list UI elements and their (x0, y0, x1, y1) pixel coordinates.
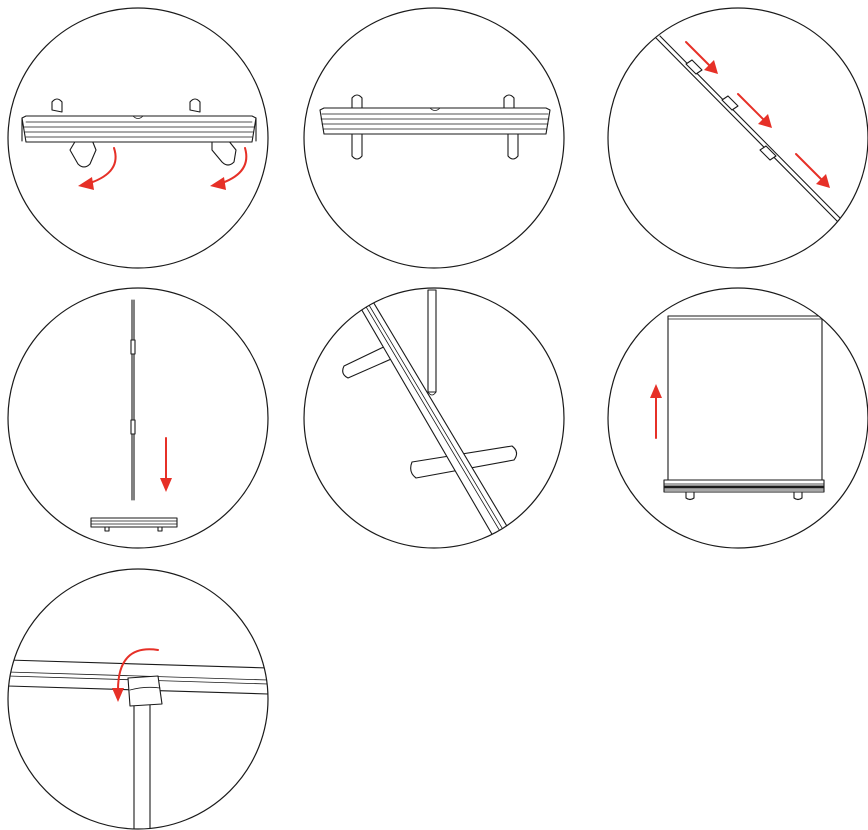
foot-front-left (352, 134, 362, 159)
panel-frame (608, 8, 868, 268)
pole (428, 290, 436, 392)
pole-joint (131, 420, 135, 434)
panel-step-3 (608, 8, 868, 268)
panel-frame (8, 288, 268, 548)
base-body (91, 518, 177, 527)
foot-front-right (508, 134, 518, 159)
up-arrow-icon (650, 384, 662, 438)
pole-segment (656, 38, 838, 222)
panel-frame (304, 8, 564, 268)
hook-clip (128, 676, 162, 706)
base-rail (356, 300, 520, 548)
pole-joint (131, 340, 135, 354)
banner-sheet (668, 316, 822, 480)
down-right-arrow-icon (796, 154, 830, 188)
pole-joint (686, 60, 702, 74)
panel-step-4 (8, 288, 268, 548)
foot-front-right (212, 140, 236, 165)
down-right-arrow-icon (738, 94, 772, 128)
panel-step-1 (8, 8, 268, 268)
pole-joint (760, 146, 776, 160)
down-arrow-icon (160, 438, 172, 492)
foot-back-left (52, 99, 62, 112)
panel-step-7 (8, 569, 268, 830)
foot-back-right (190, 99, 200, 112)
base-body (320, 108, 550, 134)
foot-front-left (70, 140, 96, 167)
panel-step-5 (304, 288, 564, 548)
panel-step-6 (608, 288, 868, 548)
base-body (22, 116, 256, 142)
panel-step-2 (304, 8, 564, 268)
pole (134, 690, 150, 830)
